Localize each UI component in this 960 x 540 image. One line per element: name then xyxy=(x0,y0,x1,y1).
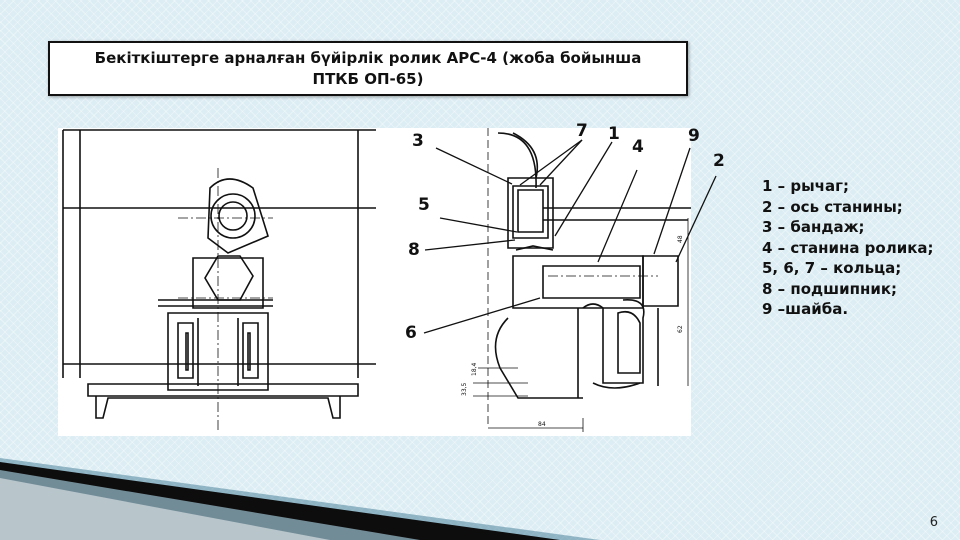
legend-item: 4 – станина ролика; xyxy=(762,238,934,257)
legend-item: 2 – ось станины; xyxy=(762,197,903,216)
legend-item: 3 – бандаж; xyxy=(762,218,865,236)
dimension-48: 48 xyxy=(677,235,684,243)
title-line-2: ПТКБ ОП-65) xyxy=(312,69,424,88)
slide-title: Бекіткіштерге арналған бүйірлік ролик АР… xyxy=(48,41,688,96)
legend-item: 9 –шайба. xyxy=(762,300,849,318)
callout-6: 6 xyxy=(405,323,417,343)
legend-item: 1 – рычаг; xyxy=(762,177,849,195)
dimension-18-4: 18,4 xyxy=(471,362,478,376)
callout-5: 5 xyxy=(418,195,430,215)
corner-decoration xyxy=(0,458,600,540)
parts-legend: 1 – рычаг; 2 – ось станины; 3 – бандаж; … xyxy=(762,176,952,320)
page-number: 6 xyxy=(929,515,938,530)
dimension-84: 84 xyxy=(538,421,546,428)
callout-2: 2 xyxy=(713,151,725,171)
legend-item: 8 – подшипник; xyxy=(762,279,898,298)
callout-9: 9 xyxy=(688,126,700,146)
callout-7: 7 xyxy=(576,121,588,141)
legend-item: 5, 6, 7 – кольца; xyxy=(762,259,902,277)
title-line-1: Бекіткіштерге арналған бүйірлік ролик АР… xyxy=(94,48,642,67)
callout-3: 3 xyxy=(412,131,424,151)
drawing-front-view xyxy=(58,128,378,436)
callout-1: 1 xyxy=(608,124,620,144)
drawing-side-view: 84 62 48 33,5 18,4 xyxy=(378,128,691,436)
callout-4: 4 xyxy=(632,137,644,157)
callout-8: 8 xyxy=(408,240,420,260)
dimension-62: 62 xyxy=(677,325,684,333)
dimension-33-5: 33,5 xyxy=(461,382,468,396)
